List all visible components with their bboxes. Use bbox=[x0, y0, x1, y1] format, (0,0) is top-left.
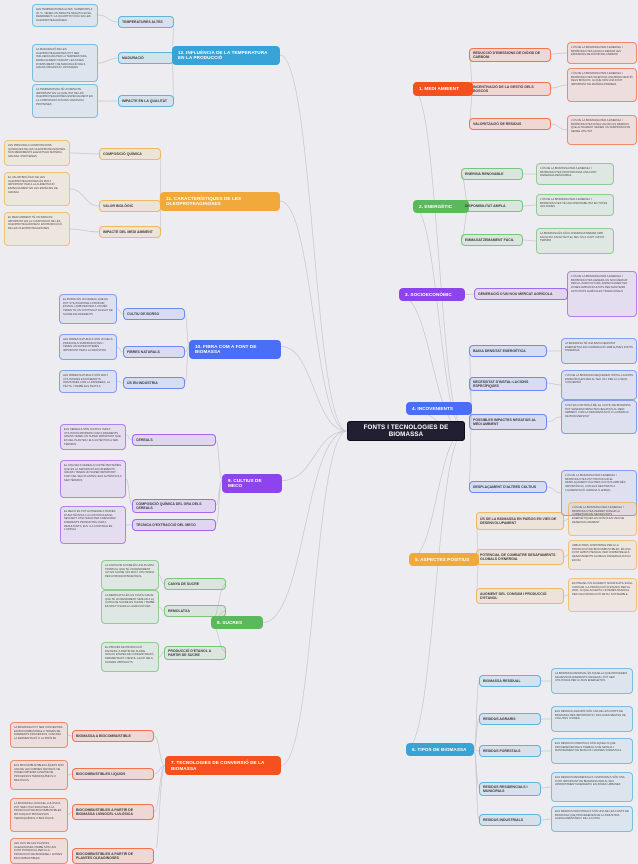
detail-b10-2[interactable]: LES FIBRES NATURALS SÓN MOLT UTILITZADES… bbox=[59, 370, 117, 393]
branch-b11[interactable]: 11. CARACTERÍSTIQUES DE LES OLEOPROTEAGI… bbox=[160, 192, 280, 211]
detail-b3-0[interactable]: L'ÚS DE LA BIOMASSA PER A ENERGIA I BIOP… bbox=[567, 271, 637, 317]
central-topic: FONTS I TECNOLOGIES DE BIOMASSA bbox=[347, 421, 465, 442]
branch-b4[interactable]: 4. INCOVENIENTS bbox=[406, 402, 472, 416]
detail-b1-1[interactable]: L'ÚS DE LA BIOMASSA PER A ENERGIA I BIOP… bbox=[567, 68, 637, 102]
detail-b1-2[interactable]: L'ÚS DE LA BIOMASSA PER A ENERGIA I BIOP… bbox=[567, 115, 637, 145]
subtopic-b1-2[interactable]: VALORITZACIÓ DE RESIDUS bbox=[469, 118, 551, 130]
subtopic-b5-0[interactable]: ÚS DE LA BIOMASSA EN PAÏSOS EN VIES DE D… bbox=[476, 512, 564, 530]
subtopic-b8-0[interactable]: CANYA DE SUCRE bbox=[164, 578, 226, 590]
detail-b7-1[interactable]: ELS BIOCOMBUSTIBLES LÍQUIDS SÓN UNA DE L… bbox=[10, 760, 68, 790]
subtopic-b4-0[interactable]: BAIXA DENSITAT ENERGÈTICA bbox=[469, 345, 547, 357]
branch-b10[interactable]: 10. FIBRA COM A FONT DE BIOMASSA bbox=[189, 340, 281, 359]
subtopic-b7-0[interactable]: BIOMASSA A BIOCOMBUSTIBLE bbox=[72, 730, 154, 742]
subtopic-b2-1[interactable]: DISPONIBILITAT AMPLA bbox=[461, 200, 523, 212]
detail-b8-2[interactable]: EL PROCÉS DE PRODUCCIÓ D'ETANOL A PARTIR… bbox=[101, 642, 159, 672]
subtopic-b5-2[interactable]: AUGMENT DEL CONSUM I PRODUCCIÓ D'ETANOL bbox=[476, 588, 564, 604]
subtopic-b10-2[interactable]: ÚS EN INDÚSTRIA bbox=[123, 377, 185, 389]
subtopic-b6-1[interactable]: RESIDUS AGRARIS bbox=[479, 713, 541, 725]
detail-b7-0[interactable]: LA BIOMASSA POT SER CONVERTIDA EN BIOCOM… bbox=[10, 722, 68, 748]
detail-b7-3[interactable]: LES OLIS DE LES PLANTES OLEAGINOSES TAMB… bbox=[10, 838, 68, 864]
subtopic-b8-1[interactable]: REMOLATXA bbox=[164, 605, 226, 617]
branch-b1[interactable]: 1. MEDI AMBIENT bbox=[413, 82, 473, 96]
subtopic-b10-0[interactable]: CULTIU DE BORSO bbox=[123, 308, 185, 320]
detail-b4-2[interactable]: SI NO ES CONTROLA BÉ, EL CULTIU DE BIOMA… bbox=[561, 400, 637, 434]
subtopic-b4-3[interactable]: DESPLAÇAMENT D'ALTRES CULTIUS bbox=[469, 481, 547, 493]
branch-b9[interactable]: 9. CULTIUS DE MECO bbox=[222, 474, 282, 493]
branch-b5[interactable]: 5. ASPECTES POSITIUS bbox=[409, 553, 479, 567]
detail-b8-1[interactable]: LA REMOLATXA ÉS UN CULTIU ANUAL QUE TÉ U… bbox=[101, 590, 159, 624]
branch-b12[interactable]: 12. INFLUÈNCIA DE LA TEMPERATURA EN LA P… bbox=[172, 46, 280, 65]
subtopic-b8-2[interactable]: PRODUCCIÓ D'ETANOL A PARTIR DE SUCRE bbox=[164, 646, 226, 661]
subtopic-b11-0[interactable]: COMPOSICIÓ QUÍMICA bbox=[99, 148, 161, 160]
branch-b6[interactable]: 6. TIPOS DE BIOMASSA bbox=[406, 743, 474, 757]
subtopic-b9-1[interactable]: COMPOSICIÓ QUÍMICA DEL GRA DELS CEREALS bbox=[132, 499, 216, 514]
branch-b8[interactable]: 8. SUCRES bbox=[211, 616, 263, 630]
branch-b2[interactable]: 2. ENERGÈTIC bbox=[413, 200, 469, 214]
subtopic-b9-2[interactable]: TÈCNICA D'EXTRACCIÓ DEL MECO bbox=[132, 519, 216, 531]
subtopic-b1-0[interactable]: REDUCCIÓ D'EMISSIONS DE DIÒXID DE CARBON… bbox=[469, 48, 551, 63]
detail-b2-2[interactable]: LA BIOMASSA ÉS FÀCIL D'EMMAGATZEMAR AMB … bbox=[536, 228, 614, 254]
subtopic-b6-3[interactable]: RESIDUS RESIDENCIALS I MUNICIPALS bbox=[479, 782, 541, 797]
subtopic-b3-0[interactable]: GENERACIÓ D'UN NOU MERCAT AGRÍCOLA bbox=[474, 288, 568, 300]
subtopic-b7-1[interactable]: BIOCOMBUSTIBLES LÍQUIDS bbox=[72, 768, 154, 780]
subtopic-b11-1[interactable]: VALOR BIOLÒGIC bbox=[99, 200, 161, 212]
detail-b9-2[interactable]: EL MECO ES POT EXTREURE A TRAVÉS D'UNA T… bbox=[60, 506, 126, 544]
subtopic-b12-1[interactable]: MADURACIÓ bbox=[118, 52, 174, 64]
detail-b6-3[interactable]: ELS RESIDUS RESIDENCIALS I MUNICIPALS SÓ… bbox=[551, 772, 633, 802]
detail-b9-0[interactable]: ELS CEREALS SÓN CULTIUS I MOLT UTILITZAT… bbox=[60, 424, 126, 451]
subtopic-b6-2[interactable]: RESIDUS FORESTALS bbox=[479, 745, 541, 757]
subtopic-b6-4[interactable]: RESIDUS INDUSTRIALS bbox=[479, 814, 541, 826]
detail-b7-2[interactable]: LA BIOMASSA LIGNOCEL·LULÒSICA POT SER UT… bbox=[10, 798, 68, 832]
subtopic-b11-2[interactable]: IMPACTE DEL MEDI AMBIENT bbox=[99, 226, 161, 238]
subtopic-b6-0[interactable]: BIOMASSA RESIDUAL bbox=[479, 675, 541, 687]
detail-b10-0[interactable]: EL BORSO ÉS UN CEREAL QUE ES POT UTILITZ… bbox=[59, 294, 117, 324]
detail-b4-0[interactable]: LA BIOMASSA TÉ UNA BAIXA DENSITAT ENERGÈ… bbox=[561, 338, 637, 364]
detail-b5-1[interactable]: AMB ALTRES, DISPOSIBLE PER A LA PRODUCCI… bbox=[568, 540, 637, 570]
detail-b5-0[interactable]: L'ÚS DE LA BIOMASSA PER A ENERGIA I BIOP… bbox=[568, 502, 637, 536]
detail-b4-3[interactable]: L'ÚS DE LA BIOMASSA PER A ENERGIA I BIOP… bbox=[561, 470, 637, 516]
detail-b2-1[interactable]: L'ÚS DE LA BIOMASSA PER A ENERGIA I BIOP… bbox=[536, 194, 614, 216]
detail-b6-4[interactable]: ELS RESIDUS INDUSTRIALS SÓN UNA DE LES F… bbox=[551, 806, 633, 832]
detail-b11-0[interactable]: LES PRINCIPALS COMPOSICIONS QUÍMIQUES DE… bbox=[4, 140, 70, 166]
detail-b2-0[interactable]: L'ÚS DE LA BIOMASSA PER A ENERGIA I BIOP… bbox=[536, 163, 614, 185]
branch-b3[interactable]: 3. SOCIOECONÒMIC bbox=[399, 288, 465, 302]
subtopic-b10-1[interactable]: FIBRES NATURALS bbox=[123, 346, 185, 358]
subtopic-b12-2[interactable]: IMPACTE EN LA QUALITAT bbox=[118, 95, 174, 107]
subtopic-b2-2[interactable]: EMMAGATZEMAMENT FÀCIL bbox=[461, 234, 523, 246]
detail-b6-2[interactable]: ELS RESIDUS FORESTALS SÓN AQUELLS QUE PR… bbox=[551, 738, 633, 764]
detail-b9-1[interactable]: EL GRA DELS CEREALS CONTÉ PROTEÏNES QUE … bbox=[60, 460, 126, 498]
detail-b4-1[interactable]: L'ÚS DE LA BIOMASSA REQUEREIX INSTAL·LAC… bbox=[561, 370, 637, 400]
subtopic-b7-2[interactable]: BIOCOMBUSTIBLES A PARTIR DE BIOMASSA LIG… bbox=[72, 804, 154, 820]
branch-b7[interactable]: 7. TECNOLOGIES DE CONVERSIÓ DE LA BIOMAS… bbox=[165, 756, 281, 775]
detail-b11-1[interactable]: EL VALOR BIOLÒGIC DE LES OLEOPROTEAGINOS… bbox=[4, 172, 70, 206]
detail-b12-1[interactable]: LA MADURACIÓ DE LES OLEOPROTEAGINOSES PO… bbox=[32, 44, 98, 82]
subtopic-b9-0[interactable]: CEREALS bbox=[132, 434, 216, 446]
subtopic-b4-2[interactable]: POSSIBLES IMPACTES NEGATIUS AL MEDI AMBI… bbox=[469, 414, 547, 430]
subtopic-b7-3[interactable]: BIOCOMBUSTIBLES A PARTIR DE PLANTES OLEA… bbox=[72, 848, 154, 864]
detail-b5-2[interactable]: ES PREVEU UN AUGMENT SIGNIFICATIU EN EL … bbox=[568, 578, 637, 612]
subtopic-b1-1[interactable]: INCENTIVACIÓ DE LA GESTIÓ DELS BOSCOS bbox=[469, 82, 551, 97]
detail-b11-2[interactable]: EL MEDI AMBIENT TÉ UN IMPACTE IMPORTANT … bbox=[4, 212, 70, 246]
detail-b6-0[interactable]: LA BIOMASSA RESIDUAL ÉS AQUELLA QUE PROC… bbox=[551, 668, 633, 694]
detail-b12-2[interactable]: LA TEMPERATURA TÉ UN IMPACTE IMPORTANT E… bbox=[32, 84, 98, 118]
detail-b12-0[interactable]: LES TEMPERATURES ALTES, SUPERIORS A 26 °… bbox=[32, 4, 98, 27]
subtopic-b5-1[interactable]: POTENCIAL DE COMBATRE DESAFIAMENTS GLOBA… bbox=[476, 549, 564, 565]
subtopic-b12-0[interactable]: TEMPERATURES ALTES bbox=[118, 16, 174, 28]
detail-b10-1[interactable]: LES FIBRES NATURALS SÓN UN DELS PRINCIPA… bbox=[59, 334, 117, 360]
detail-b1-0[interactable]: L'ÚS DE LA BIOMASSA PER A ENERGIA I BIOP… bbox=[567, 42, 637, 64]
detail-b6-1[interactable]: ELS RESIDUS AGRARIS SÓN UNA DE LES FONTS… bbox=[551, 706, 633, 732]
subtopic-b4-1[interactable]: NECESSITAT D'INSTAL·LACIONS ESPECÍFIQUES bbox=[469, 377, 547, 392]
subtopic-b2-0[interactable]: ENERGIA RENOVABLE bbox=[461, 168, 523, 180]
detail-b8-0[interactable]: LA CANYA DE SUCRE ÉS UNA PLANTA TROPICAL… bbox=[101, 560, 159, 590]
